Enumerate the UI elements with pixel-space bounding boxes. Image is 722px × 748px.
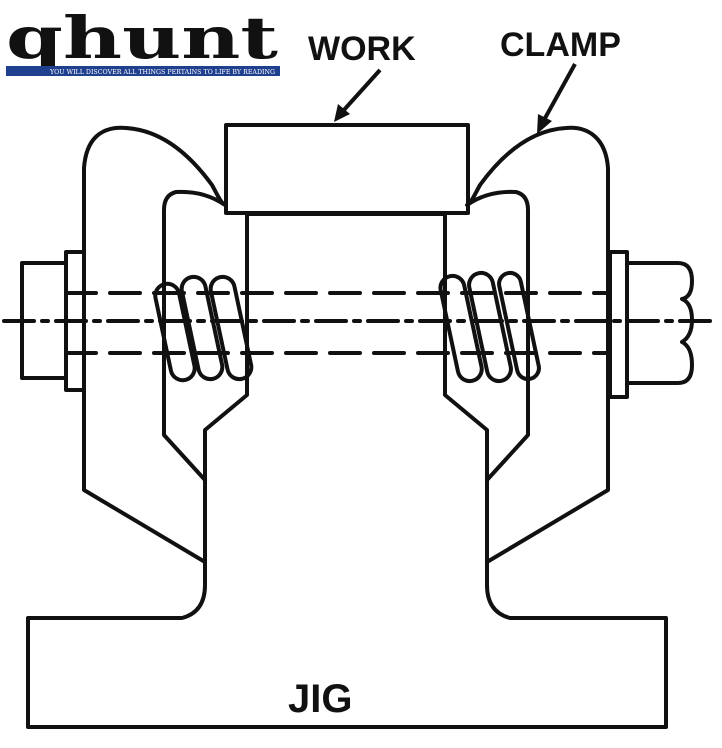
jig-body — [26, 212, 668, 729]
right-washer — [608, 250, 629, 399]
logo-tagline: YOU WILL DISCOVER ALL THINGS PERTAINS TO… — [49, 68, 275, 76]
clamp-label: CLAMP — [500, 26, 621, 64]
qhunt-logo: qhunt YOU WILL DISCOVER ALL THINGS PERTA… — [6, 4, 280, 76]
right-clamp-arm — [465, 125, 610, 564]
logo-wordmark: qhunt — [6, 4, 278, 72]
bolt-hidden-lines — [64, 291, 612, 355]
work-leader-arrow — [334, 68, 382, 122]
workpiece-block — [224, 123, 470, 215]
jig-label: JIG — [288, 677, 352, 721]
left-clamp-arm — [82, 125, 227, 564]
work-label: WORK — [308, 30, 416, 68]
right-spring — [438, 270, 541, 384]
left-spring — [153, 274, 254, 383]
logo-tagline-bar — [6, 66, 280, 76]
clamp-leader-arrow — [537, 63, 577, 134]
